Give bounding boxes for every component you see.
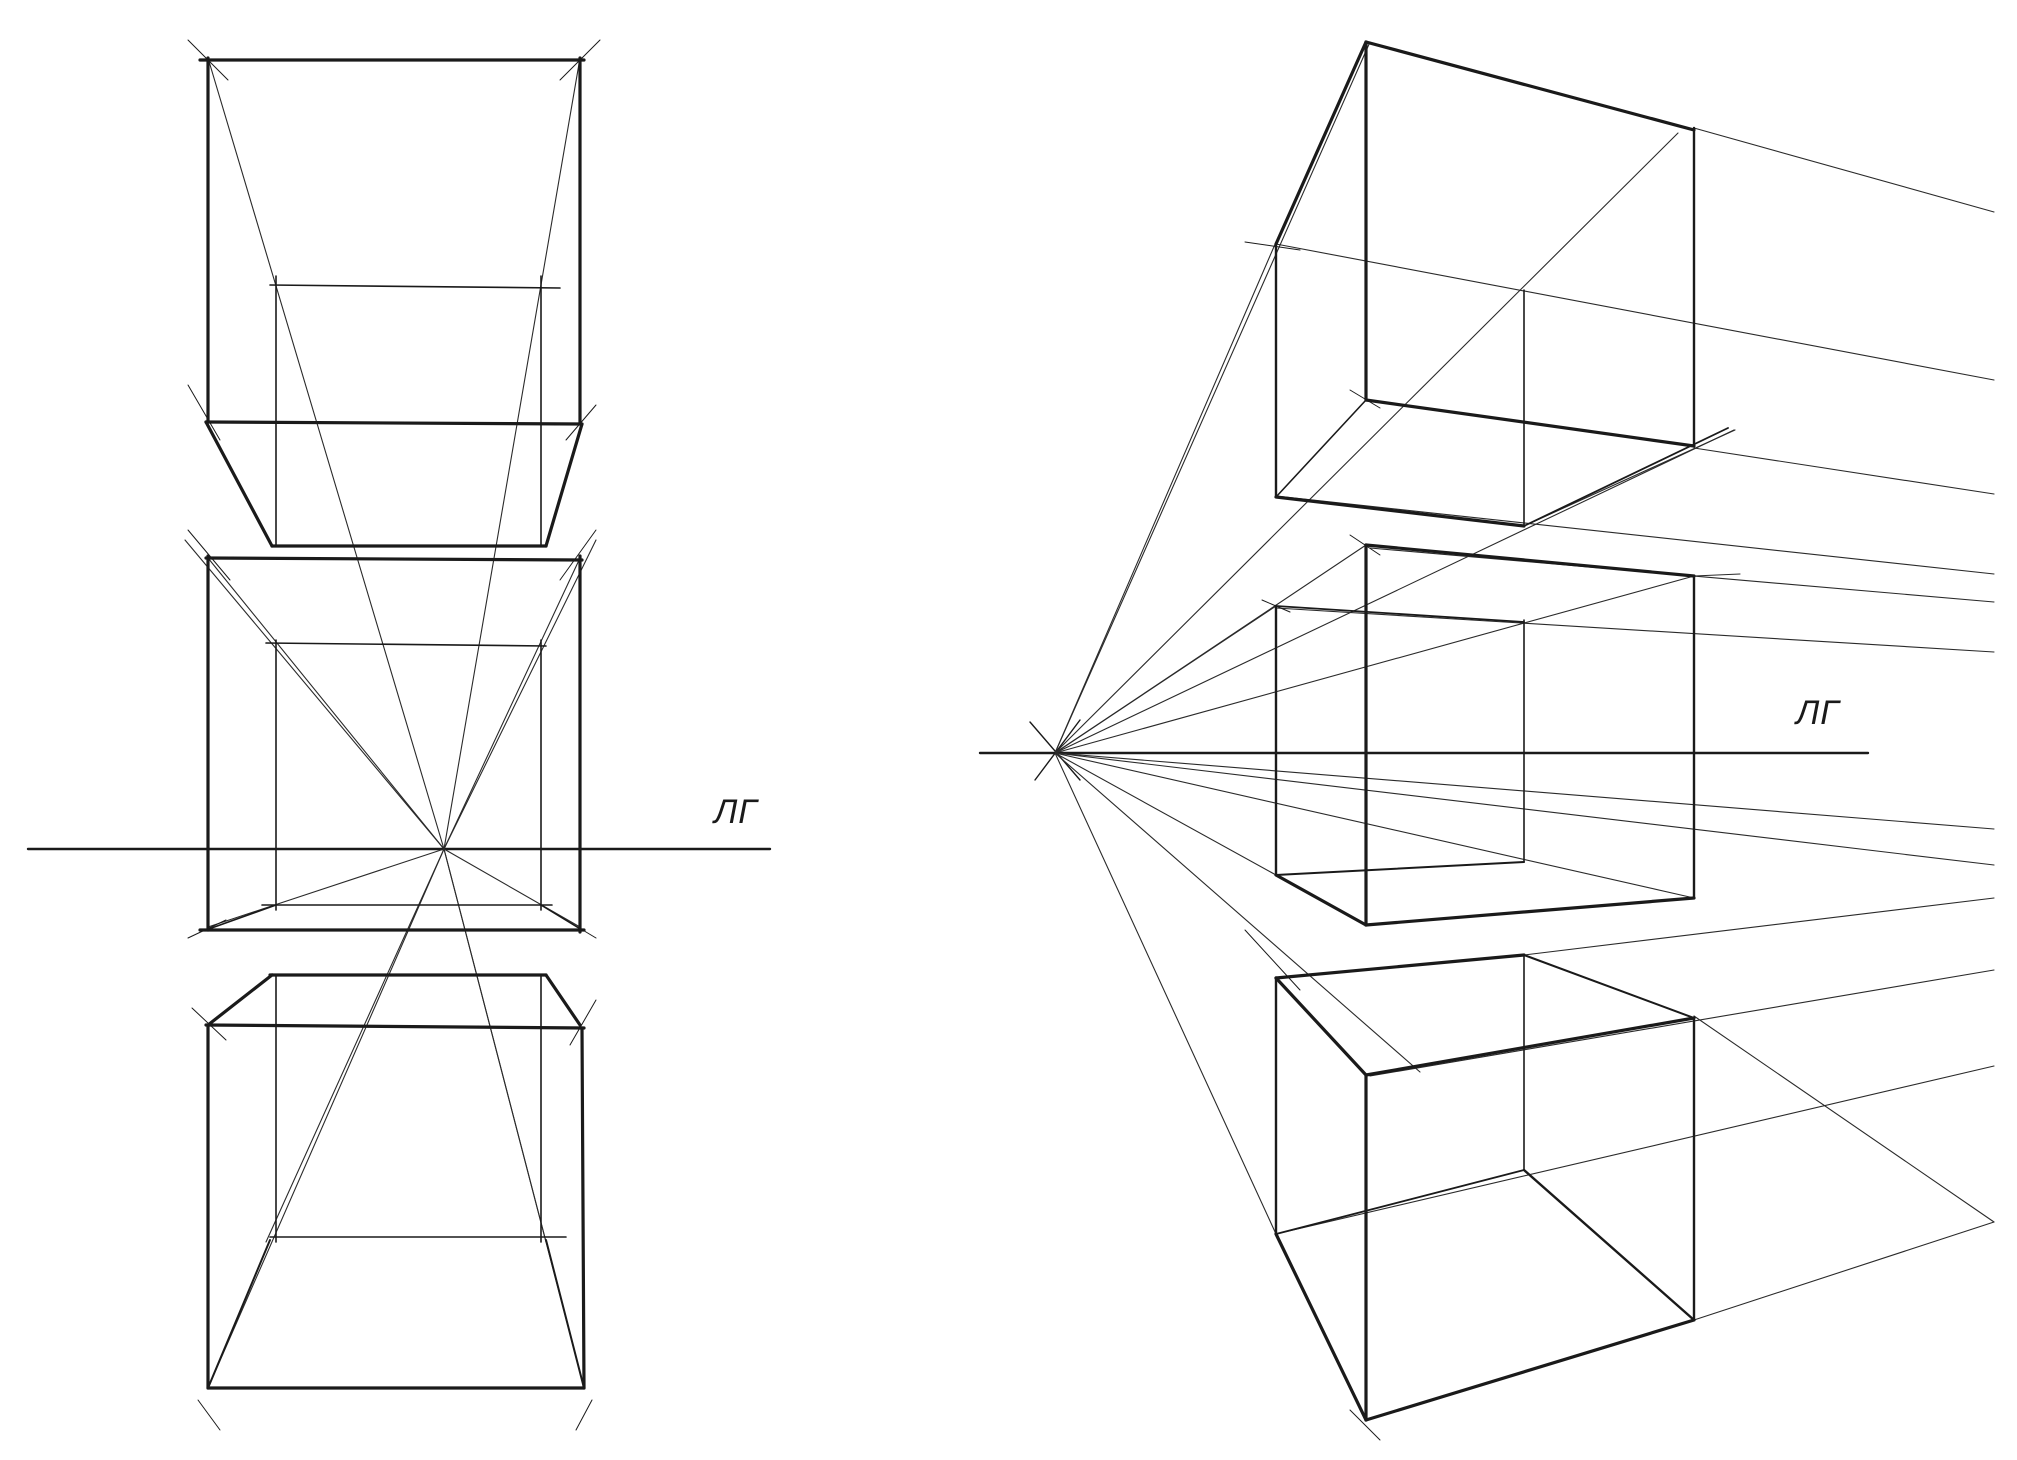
vanishing-point-mark <box>1029 721 1081 781</box>
horizon-label-right: ЛГ <box>1796 694 1840 732</box>
right-bottom-cube <box>1244 929 1696 1441</box>
construction-rays-left <box>184 57 597 1389</box>
right-middle-cube <box>1261 534 1696 927</box>
bottom-cube <box>191 973 597 1431</box>
far-rays-right <box>1275 127 1995 1321</box>
right-top-cube <box>1244 40 1729 528</box>
left-perspective-figure <box>26 39 772 1431</box>
right-perspective-figure <box>978 40 1995 1441</box>
middle-cube <box>187 529 597 939</box>
horizon-label-left: ЛГ <box>714 793 758 831</box>
top-cube <box>187 39 601 548</box>
